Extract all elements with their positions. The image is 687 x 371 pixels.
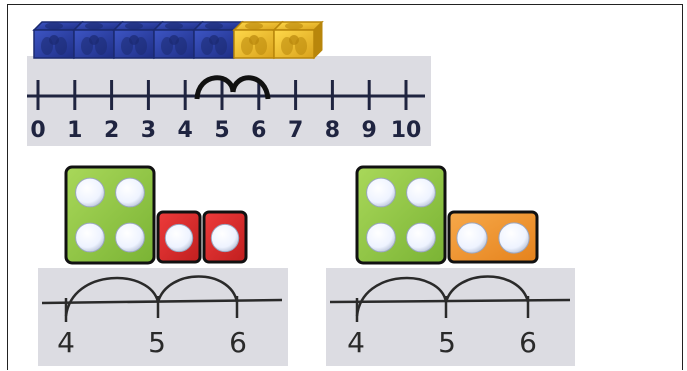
top-label-5: 5 xyxy=(214,118,229,143)
top-label-6: 6 xyxy=(251,118,266,143)
right-label-6: 6 xyxy=(519,326,537,359)
top-label-1: 1 xyxy=(67,118,82,143)
top-label-7: 7 xyxy=(288,118,303,143)
right-example: 4 5 6 xyxy=(326,165,575,366)
left-label-6: 6 xyxy=(229,326,247,359)
right-label-4: 4 xyxy=(347,326,365,359)
top-label-4: 4 xyxy=(178,118,193,143)
top-label-10: 10 xyxy=(391,118,422,143)
left-line-axis xyxy=(41,298,283,305)
yellow-cube xyxy=(272,20,324,60)
page-frame xyxy=(7,4,683,370)
one-dot-tile xyxy=(202,210,248,264)
one-dot-tile xyxy=(156,210,202,264)
tile-dot xyxy=(75,222,105,253)
left-strip-background xyxy=(38,268,288,366)
blue-cube xyxy=(72,20,124,60)
top-label-9: 9 xyxy=(362,118,377,143)
left-hop-arc-4-5 xyxy=(64,276,160,317)
right-label-5: 5 xyxy=(438,326,456,359)
top-hop-arc-5-6 xyxy=(230,75,271,100)
left-label-5: 5 xyxy=(148,326,166,359)
four-dot-tile xyxy=(64,165,156,265)
tile-dot xyxy=(210,223,240,253)
top-label-8: 8 xyxy=(325,118,340,143)
right-hop-arc-4-5 xyxy=(355,276,448,317)
tile-dot xyxy=(406,177,436,208)
tile-dot xyxy=(366,177,396,208)
tile-dot xyxy=(456,222,488,254)
left-tiles xyxy=(64,165,248,265)
four-dot-tile xyxy=(355,165,447,265)
tile-dot xyxy=(406,222,436,253)
two-dot-tile xyxy=(447,210,539,264)
tile-dot xyxy=(75,177,105,208)
right-hop-arc-5-6 xyxy=(444,275,530,303)
right-line-axis xyxy=(329,298,571,304)
tile-dot xyxy=(366,222,396,253)
tile-dot xyxy=(115,177,145,208)
left-label-4: 4 xyxy=(57,326,75,359)
tile-dot xyxy=(498,222,530,254)
top-label-2: 2 xyxy=(104,118,119,143)
right-strip-background xyxy=(326,268,575,366)
left-hop-arc-5-6 xyxy=(156,275,239,303)
top-strip-background xyxy=(27,56,431,146)
left-example: 4 5 6 xyxy=(38,165,288,366)
top-ticks xyxy=(36,80,408,110)
tile-dot xyxy=(164,223,194,253)
tile-dot xyxy=(115,222,145,253)
top-label-0: 0 xyxy=(30,118,45,143)
right-tiles xyxy=(355,165,539,265)
blue-cube xyxy=(152,20,204,60)
cube-train xyxy=(32,20,324,60)
top-label-3: 3 xyxy=(141,118,156,143)
blue-cube xyxy=(192,20,244,60)
